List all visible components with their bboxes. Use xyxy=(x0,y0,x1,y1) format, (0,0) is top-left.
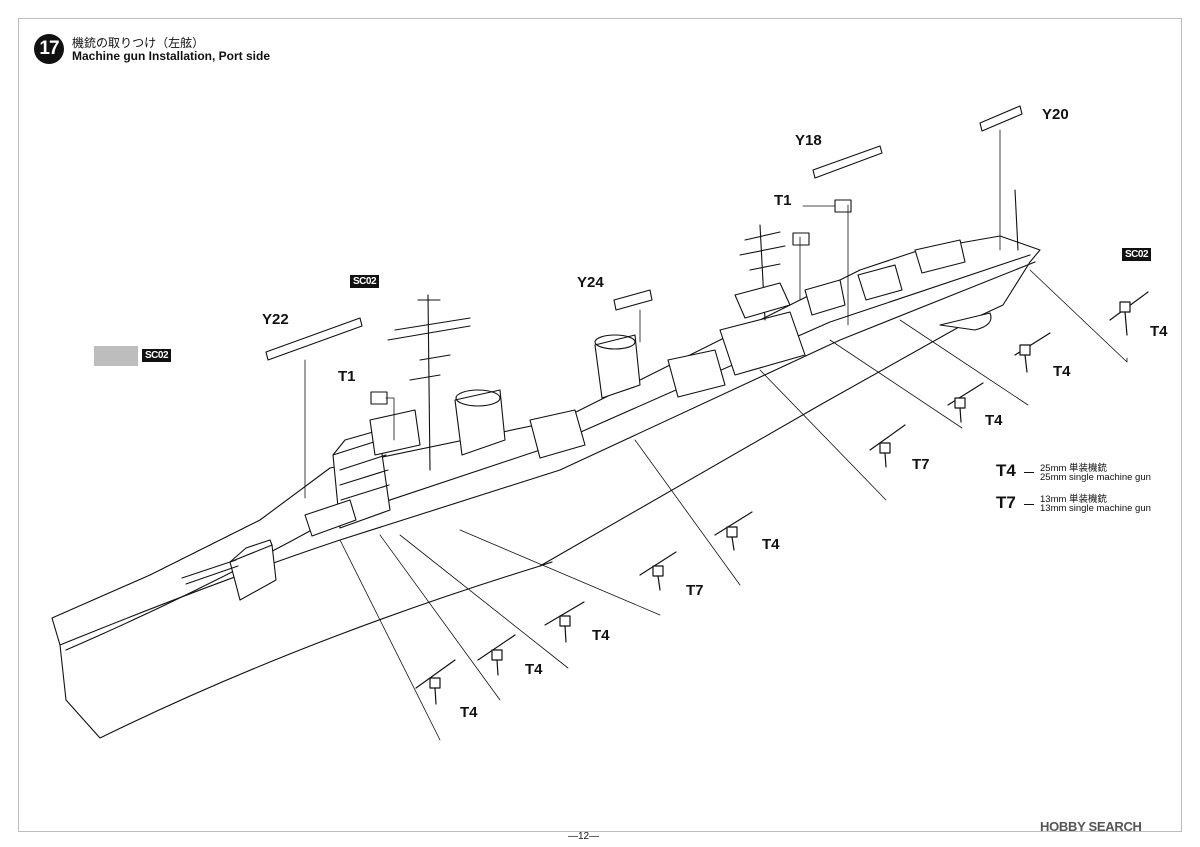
midship-torpedo-tubes xyxy=(529,311,806,459)
label-t4-e: T4 xyxy=(525,661,543,678)
label-t7-a: T7 xyxy=(912,456,930,473)
label-t1-fore: T1 xyxy=(338,368,356,385)
label-t7-b: T7 xyxy=(686,582,704,599)
label-y18: Y18 xyxy=(795,132,822,149)
legend-code-t4: T4 xyxy=(996,461,1016,480)
foremast xyxy=(387,294,471,471)
gun-t7-a xyxy=(869,424,906,468)
label-t4-b: T4 xyxy=(985,412,1003,429)
gun-t7-b xyxy=(639,551,677,591)
sc02-badge-swatch: SC02 xyxy=(142,349,172,362)
machine-gun-parts xyxy=(415,291,1149,705)
sc02-badge-rear-gun: SC02 xyxy=(1122,248,1152,261)
step-number-badge: 17 xyxy=(34,34,64,64)
leader-lines xyxy=(304,129,1128,741)
page-frame xyxy=(18,18,1182,832)
ship-hull xyxy=(51,235,1041,739)
gun-t4-a xyxy=(1014,332,1051,373)
aft-gun-turrets xyxy=(804,189,1019,316)
label-t4-rear: T4 xyxy=(1150,323,1168,340)
legend-code-t7: T7 xyxy=(996,493,1016,512)
label-t4-c: T4 xyxy=(762,536,780,553)
sc02-badge-y22: SC02 xyxy=(350,275,380,288)
step-title-english: Machine gun Installation, Port side xyxy=(72,49,271,63)
parts-sprue-plates xyxy=(265,105,1023,405)
legend-t7-jp: 13mm 単装機銃 xyxy=(1040,494,1108,505)
label-t1-aft: T1 xyxy=(774,192,792,209)
gun-t4-f xyxy=(415,659,456,705)
step-title-japanese: 機銃の取りつけ（左舷） xyxy=(72,36,205,50)
gun-t4-sc02 xyxy=(1109,291,1149,336)
funnels xyxy=(454,334,641,456)
page-number: —12— xyxy=(568,831,600,842)
legend-t4-jp: 25mm 単装機銃 xyxy=(1040,463,1108,474)
legend-t4-en: 25mm single machine gun xyxy=(1040,472,1151,483)
label-t4-a: T4 xyxy=(1053,363,1071,380)
gun-t4-b xyxy=(947,382,984,423)
legend-dash-t7 xyxy=(1024,504,1034,505)
sc02-color-swatch xyxy=(94,346,138,366)
gun-t4-e xyxy=(477,634,516,676)
forward-gun-turret xyxy=(181,539,277,601)
label-y22: Y22 xyxy=(262,311,289,328)
legend-dash-t4 xyxy=(1024,472,1034,473)
label-t4-d: T4 xyxy=(592,627,610,644)
label-y24: Y24 xyxy=(577,274,604,291)
watermark-logo: HOBBY SEARCH xyxy=(1040,819,1142,834)
gun-t4-c xyxy=(714,511,753,551)
gun-t4-d xyxy=(544,601,585,643)
label-y20: Y20 xyxy=(1042,106,1069,123)
bridge-structure xyxy=(304,409,421,537)
label-t4-f: T4 xyxy=(460,704,478,721)
mainmast xyxy=(734,224,791,321)
legend-t7-en: 13mm single machine gun xyxy=(1040,503,1151,514)
